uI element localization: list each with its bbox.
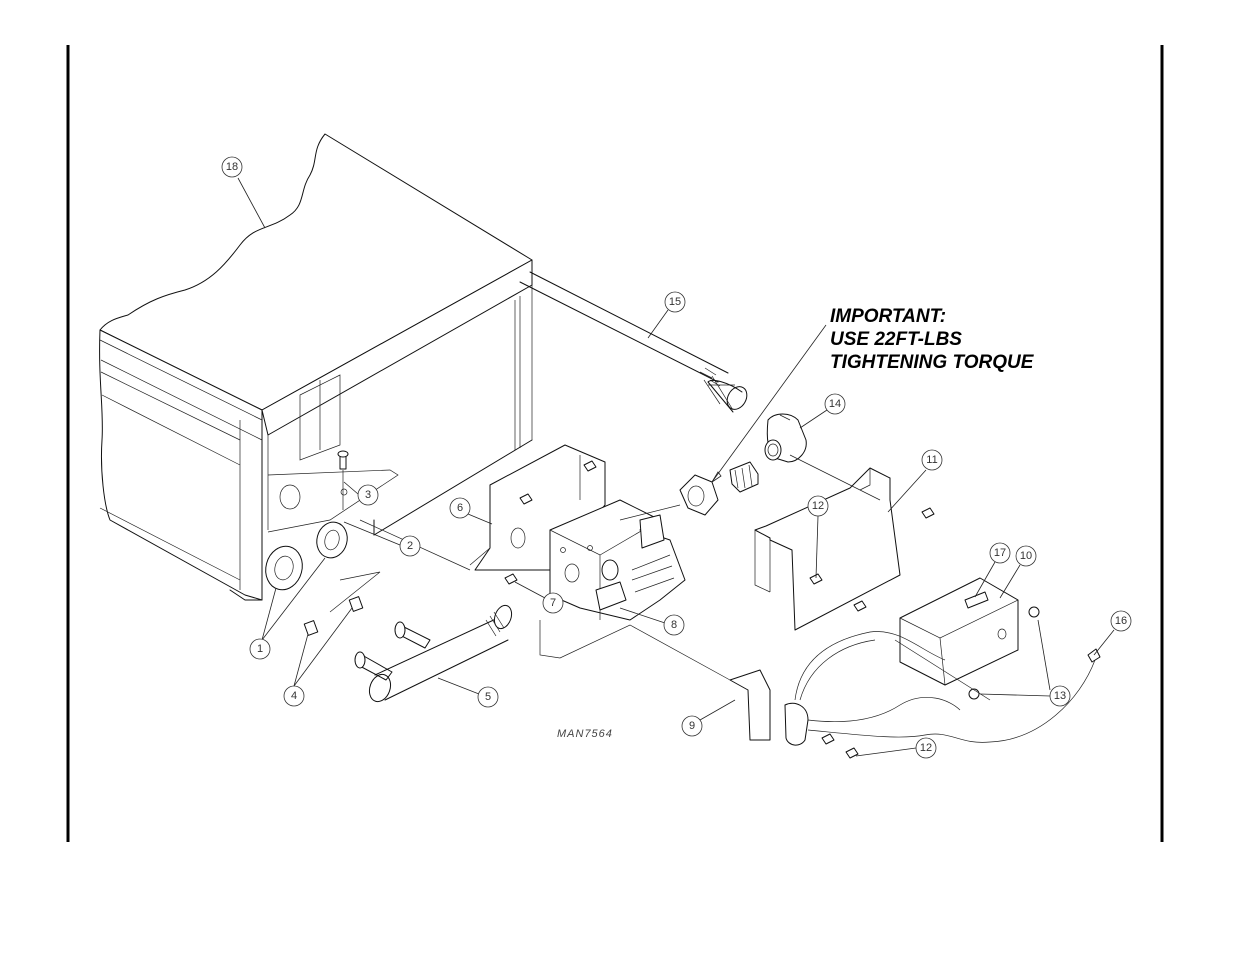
- furnace-cabinet: [100, 134, 532, 600]
- svg-text:7: 7: [550, 597, 556, 609]
- callout-17: 17: [990, 543, 1010, 563]
- callout-12-lower: 12: [916, 738, 936, 758]
- callout-2: 2: [400, 536, 420, 556]
- callout-8: 8: [664, 615, 684, 635]
- svg-text:13: 13: [1054, 690, 1066, 702]
- gas-supply-tube: [520, 272, 751, 413]
- drawing-code: MAN7564: [557, 728, 613, 740]
- svg-text:8: 8: [671, 619, 677, 631]
- svg-text:9: 9: [689, 720, 695, 732]
- torque-note: IMPORTANT: USE 22FT-LBS TIGHTENING TORQU…: [712, 306, 1035, 482]
- callout-6: 6: [450, 498, 470, 518]
- callout-15: 15: [665, 292, 685, 312]
- svg-text:14: 14: [829, 398, 841, 410]
- control-bracket: [755, 468, 900, 630]
- svg-text:3: 3: [365, 489, 371, 501]
- svg-text:11: 11: [926, 454, 937, 466]
- callout-9: 9: [682, 716, 702, 736]
- callout-7: 7: [543, 593, 563, 613]
- svg-text:18: 18: [226, 161, 238, 173]
- svg-text:6: 6: [457, 502, 463, 514]
- svg-text:12: 12: [920, 742, 932, 754]
- callout-12-upper: 12: [808, 496, 828, 516]
- svg-text:12: 12: [812, 500, 824, 512]
- elbow-fitting: [765, 414, 806, 462]
- svg-text:16: 16: [1115, 615, 1127, 627]
- callout-10: 10: [1016, 546, 1036, 566]
- note-line-2: USE 22FT-LBS: [830, 329, 962, 350]
- callout-18: 18: [222, 157, 242, 177]
- svg-text:15: 15: [669, 296, 681, 308]
- svg-text:1: 1: [257, 643, 263, 655]
- callout-5: 5: [478, 687, 498, 707]
- callout-13: 13: [1050, 686, 1070, 706]
- callout-11: 11: [922, 450, 942, 470]
- callout-14: 14: [825, 394, 845, 414]
- svg-text:17: 17: [994, 547, 1006, 559]
- note-line-3: TIGHTENING TORQUE: [830, 352, 1035, 373]
- callout-3: 3: [358, 485, 378, 505]
- svg-text:4: 4: [291, 690, 297, 702]
- svg-text:2: 2: [407, 540, 413, 552]
- svg-text:10: 10: [1020, 550, 1032, 562]
- callout-4: 4: [284, 686, 304, 706]
- note-line-1: IMPORTANT:: [830, 306, 946, 327]
- flare-nut-and-nipple: [680, 462, 758, 515]
- ignition-module: [900, 578, 1018, 685]
- callout-1: 1: [250, 639, 270, 659]
- svg-text:5: 5: [485, 691, 491, 703]
- callout-16: 16: [1111, 611, 1131, 631]
